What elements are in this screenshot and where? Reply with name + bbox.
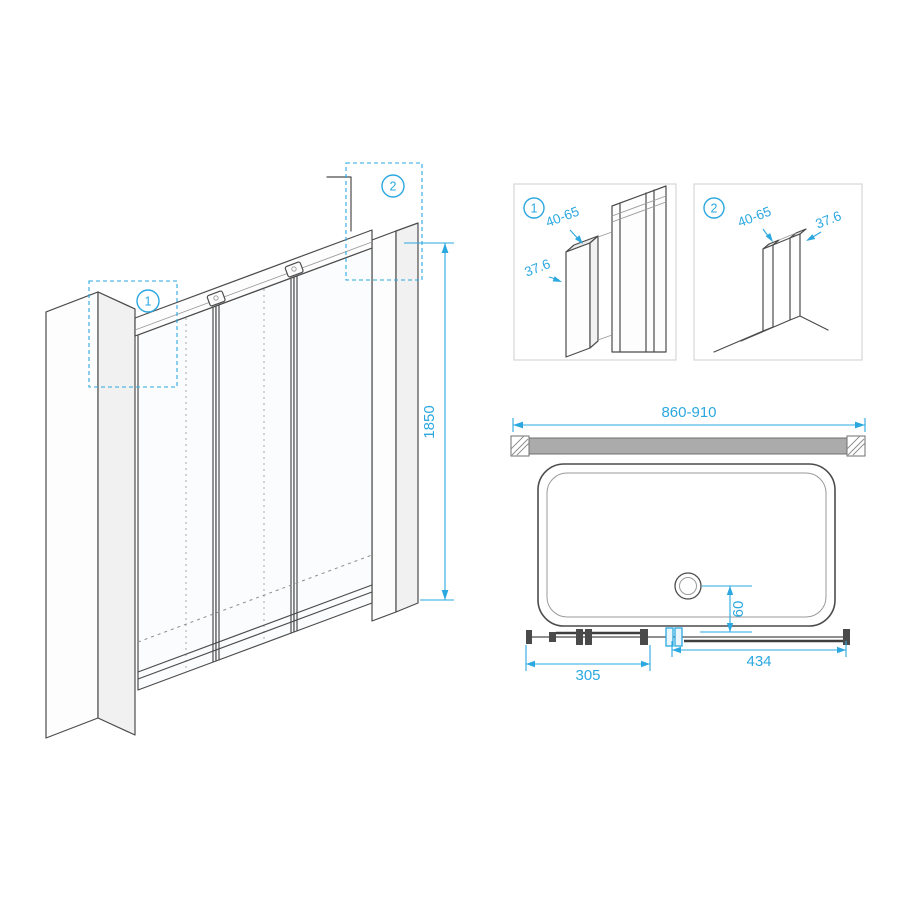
detail-2-badge-circle bbox=[703, 197, 725, 219]
detail-1-profile-drawing bbox=[565, 185, 667, 358]
roller-wheel-1 bbox=[213, 295, 219, 301]
callout-1-dashed-box bbox=[88, 280, 178, 388]
channel-flange-a bbox=[762, 244, 774, 332]
hatch-stroke bbox=[846, 435, 861, 450]
glass-panel-3 bbox=[293, 247, 373, 633]
plan-view: 860-910 bbox=[510, 404, 866, 684]
hatch-stroke bbox=[511, 438, 529, 456]
detail-1-badge-circle bbox=[523, 197, 545, 219]
arrow-left-icon bbox=[513, 421, 523, 429]
detail-view-2: 2 40-65 37.6 bbox=[693, 183, 863, 361]
track-rail-line bbox=[134, 241, 373, 331]
profile-connector-bottom bbox=[597, 334, 613, 341]
drain-inner bbox=[679, 577, 697, 595]
profile-block-3 bbox=[585, 629, 592, 645]
right-wall-side-face bbox=[395, 222, 419, 613]
back-wall bbox=[510, 435, 866, 457]
shower-tray bbox=[537, 463, 836, 627]
wall-corner-line bbox=[326, 176, 352, 232]
detail-view-1: 1 40-65 37.6 bbox=[513, 183, 677, 361]
closing-profile-a bbox=[665, 627, 674, 647]
isometric-view: 1 2 1850 bbox=[45, 162, 454, 739]
dim-span-right-label: 434 bbox=[746, 653, 771, 670]
leader-arrow-icon bbox=[552, 276, 562, 282]
arrow-right-icon bbox=[837, 646, 846, 654]
dim-drain-offset-label: 60 bbox=[730, 601, 747, 618]
hatch-stroke bbox=[852, 442, 866, 456]
callout-1: 1 bbox=[88, 280, 178, 388]
leader-arrow-icon bbox=[765, 233, 773, 242]
profile-connector-top bbox=[597, 231, 613, 238]
left-wall-side-face bbox=[97, 291, 136, 736]
callout-1-number: 1 bbox=[145, 295, 152, 309]
bottom-rail-line-2 bbox=[137, 591, 373, 680]
profile-block-4 bbox=[640, 629, 648, 645]
detail-2-badge-number: 2 bbox=[711, 202, 718, 216]
right-wall-profile bbox=[371, 222, 419, 622]
channel-web-front-edge bbox=[772, 237, 791, 246]
dimension-span-left: 305 bbox=[525, 645, 651, 684]
arrow-left-icon bbox=[672, 646, 681, 654]
callout-2: 2 bbox=[345, 162, 423, 281]
roller-carriage-2 bbox=[284, 261, 304, 278]
arrow-down-icon bbox=[726, 623, 734, 632]
frame-band-1 bbox=[611, 195, 667, 217]
dimension-span-right: 434 bbox=[671, 641, 847, 670]
dimension-width: 860-910 bbox=[512, 404, 866, 432]
drain-outer bbox=[674, 572, 702, 600]
top-track bbox=[134, 229, 373, 337]
arrow-right-icon bbox=[855, 421, 865, 429]
dimension-drain-offset: 60 bbox=[700, 585, 752, 633]
left-wall-slab bbox=[45, 291, 136, 739]
hatch-stroke bbox=[847, 438, 865, 456]
right-wall-front-face bbox=[371, 230, 397, 622]
frame-band-2 bbox=[611, 201, 667, 223]
tray-outer-rim bbox=[537, 463, 836, 627]
dim-span-left-label: 305 bbox=[575, 667, 600, 684]
arrow-down-icon bbox=[441, 590, 449, 600]
roller-carriage-1 bbox=[206, 290, 226, 307]
sliding-glass-panels bbox=[137, 247, 373, 691]
arrow-left-icon bbox=[526, 660, 535, 668]
closing-profile-b bbox=[674, 627, 683, 647]
callout-1-circle bbox=[136, 289, 160, 313]
wall-band bbox=[528, 437, 848, 455]
hatch-stroke bbox=[516, 442, 530, 456]
detail-2-profile-drawing bbox=[713, 228, 829, 353]
tray-inner-rim bbox=[546, 472, 827, 618]
door-plan-section bbox=[526, 627, 850, 647]
floor-edge-2 bbox=[740, 319, 791, 342]
callout-2-number: 2 bbox=[390, 180, 397, 194]
arrow-up-icon bbox=[441, 243, 449, 253]
arrow-right-icon bbox=[641, 660, 650, 668]
leader-arrow-icon bbox=[806, 234, 816, 241]
roller-wheel-2 bbox=[291, 266, 297, 272]
profile-block-2 bbox=[576, 629, 583, 645]
callout-2-circle bbox=[381, 174, 405, 198]
detail-1-badge-number: 1 bbox=[531, 202, 538, 216]
wall-profile-front-face bbox=[565, 242, 591, 358]
dimension-height-1850: 1850 bbox=[404, 242, 454, 601]
profile-block-1 bbox=[549, 632, 556, 642]
left-wall-front-face bbox=[45, 291, 99, 739]
leader-arrow-icon bbox=[574, 235, 583, 244]
hatch-stroke bbox=[510, 435, 525, 450]
wall-bracket-left bbox=[526, 630, 532, 644]
door-frame-section bbox=[611, 185, 667, 353]
wall-profile-side-face bbox=[589, 235, 599, 349]
glass-panel-2 bbox=[215, 276, 295, 662]
wall-bracket-right bbox=[843, 629, 850, 645]
channel-flange-b bbox=[789, 233, 801, 321]
dim-height-label: 1850 bbox=[421, 405, 438, 438]
floor-edge-3 bbox=[799, 315, 829, 331]
callout-2-dashed-box bbox=[345, 162, 423, 281]
channel-web-back-edge bbox=[778, 232, 797, 241]
arrow-up-icon bbox=[726, 586, 734, 595]
bottom-rail-line-1 bbox=[137, 584, 373, 673]
dim-width-label: 860-910 bbox=[661, 404, 716, 421]
